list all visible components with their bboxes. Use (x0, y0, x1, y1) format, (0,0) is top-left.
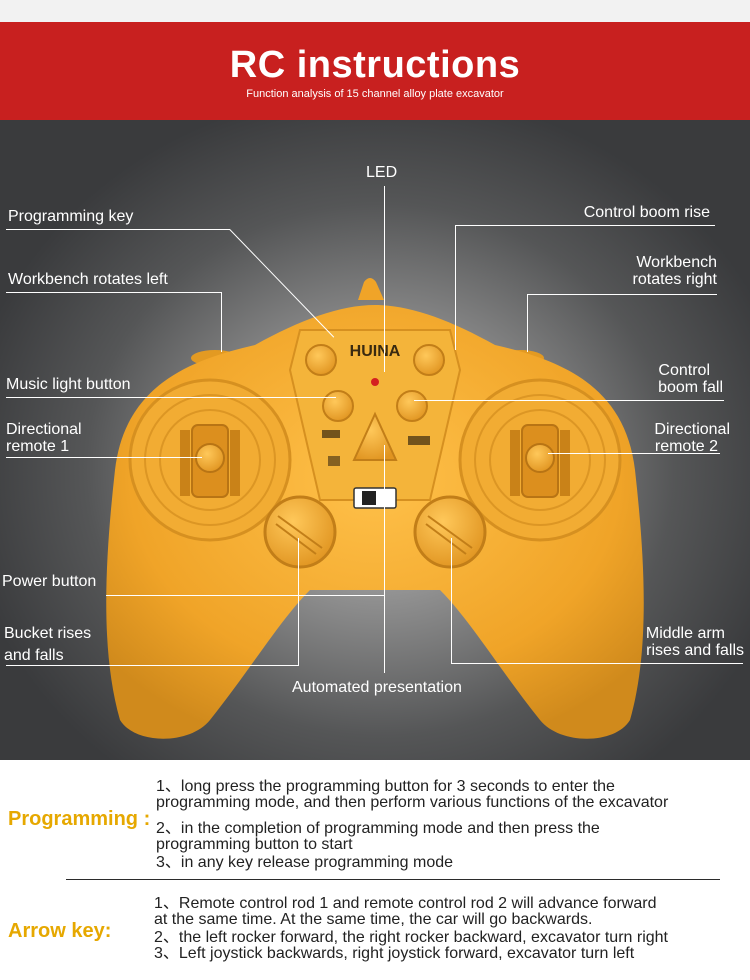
section-divider (66, 879, 720, 880)
label-workbench-rotates-right-1: Workbench (636, 254, 717, 271)
instructions-background (0, 760, 750, 980)
automated-presentation-button (352, 411, 398, 461)
arrow-key-line-2: at the same time. At the same time, the … (154, 911, 593, 928)
callout-line-dir1 (6, 457, 202, 458)
label-bucket-1: Bucket rises (4, 625, 92, 642)
arrow-key-line-4: 3、Left joystick backwards, right joystic… (154, 945, 635, 962)
page-title: RC instructions (229, 44, 521, 86)
label-directional-remote-2b: remote 2 (654, 438, 718, 455)
label-middle-arm-2: rises and falls (646, 642, 744, 659)
programming-line-3: 2、in the completion of programming mode … (156, 820, 600, 837)
left-joystick-slot-r (230, 430, 240, 496)
callout-line-automated (384, 445, 385, 673)
label-power-button: Power button (2, 573, 97, 590)
label-middle-arm-1: Middle arm (645, 625, 725, 642)
callout-line-boom-fall (414, 400, 724, 401)
label-bucket-2: and falls (4, 647, 64, 664)
controller-antenna (358, 278, 384, 300)
programming-line-1: 1、long press the programming button for … (156, 778, 615, 795)
label-directional-remote-1a: Directional (6, 421, 82, 438)
rc-controller-illustration: HUINA (106, 278, 644, 739)
programming-heading: Programming : (8, 808, 151, 830)
label-control-boom-fall-1: Control (658, 362, 710, 379)
programming-line-2: programming mode, and then perform vario… (156, 794, 669, 811)
programming-key (305, 344, 337, 376)
header-banner (0, 22, 750, 120)
page-subtitle: Function analysis of 15 channel alloy pl… (246, 88, 504, 100)
callout-line-boom-rise-vert (455, 225, 456, 350)
label-music-light-button: Music light button (6, 376, 131, 393)
callout-line-led (384, 186, 385, 372)
callout-line-middle-arm (451, 663, 743, 664)
programming-line-5: 3、in any key release programming mode (156, 854, 454, 871)
left-joystick (195, 443, 225, 473)
label-control-boom-rise: Control boom rise (583, 204, 710, 221)
callout-line-wb-right-vert (527, 294, 528, 352)
programming-line-4: programming button to start (156, 836, 353, 853)
label-programming-key: Programming key (8, 208, 134, 225)
callout-line-wb-left (6, 292, 222, 293)
label-directional-remote-2a: Directional (654, 421, 730, 438)
label-automated-presentation: Automated presentation (292, 679, 462, 696)
callout-line-wb-right (527, 294, 717, 295)
arrow-key-line-3: 2、the left rocker forward, the right roc… (154, 929, 668, 946)
music-light-button (322, 390, 354, 422)
control-boom-fall-button (396, 390, 428, 422)
callout-line-programming (6, 229, 230, 230)
callout-line-bucket-vert (298, 538, 299, 666)
label-workbench-rotates-left: Workbench rotates left (8, 271, 168, 288)
arrow-key-line-1: 1、Remote control rod 1 and remote contro… (154, 895, 657, 912)
callout-line-bucket (6, 665, 299, 666)
label-control-boom-fall-2: boom fall (658, 379, 723, 396)
callout-line-wb-left-vert (221, 292, 222, 352)
callout-line-dir2 (548, 453, 720, 454)
label-workbench-rotates-right-2: rotates right (632, 271, 717, 288)
led-indicator (371, 378, 379, 386)
control-boom-rise-button (413, 344, 445, 376)
callout-line-music (6, 397, 336, 398)
top-strip (0, 0, 750, 22)
callout-line-power (106, 595, 384, 596)
label-led: LED (366, 164, 398, 181)
left-joystick-slot-l (180, 430, 190, 496)
brand-logo: HUINA (350, 343, 401, 360)
right-joystick (525, 443, 555, 473)
label-directional-remote-1b: remote 1 (6, 438, 70, 455)
callout-line-middle-arm-vert (451, 538, 452, 664)
arrow-key-heading: Arrow key: (8, 920, 112, 942)
callout-line-boom-rise (455, 225, 715, 226)
